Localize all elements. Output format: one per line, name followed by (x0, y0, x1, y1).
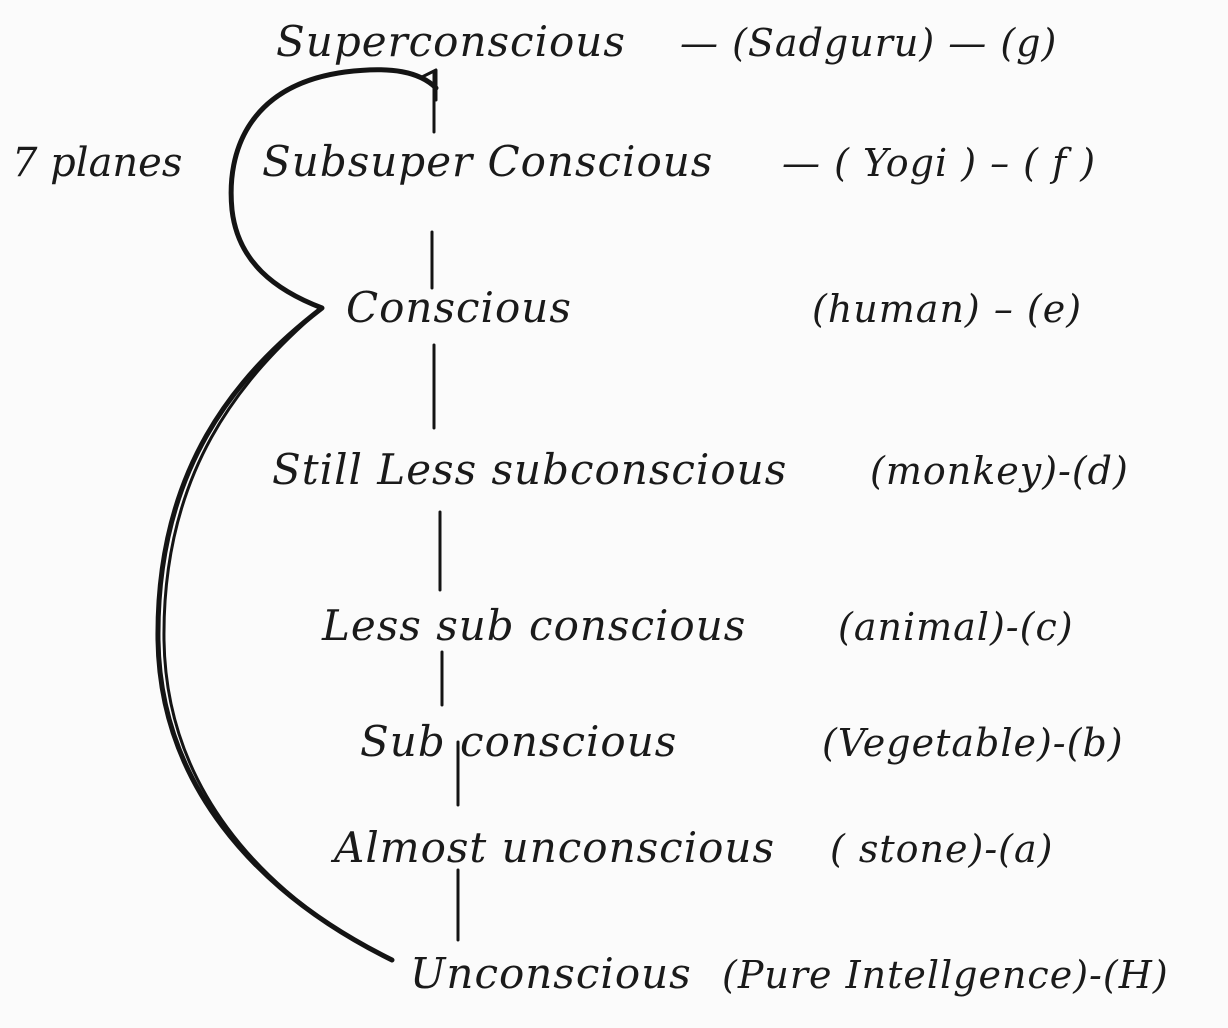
level-being: (Pure Intellgence)-(H) (722, 953, 1169, 997)
bracket-hook (418, 68, 438, 102)
level-being: — ( Yogi ) – ( f ) (782, 141, 1096, 185)
level-being: — (Sadguru) — (g) (680, 21, 1057, 65)
planes-bracket-inner (162, 306, 394, 962)
level-label: Less sub conscious (321, 601, 746, 650)
level-label: Almost unconscious (330, 823, 775, 872)
level-label: Sub conscious (360, 717, 677, 766)
level-being: ( stone)-(a) (830, 827, 1054, 871)
level-label: Superconscious (276, 17, 626, 66)
level-being: (monkey)-(d) (870, 449, 1129, 493)
level-being: (animal)-(c) (838, 605, 1074, 649)
level-being: (Vegetable)-(b) (822, 721, 1124, 765)
level-label: Still Less subconscious (272, 445, 787, 494)
level-being: (human) – (e) (812, 287, 1082, 331)
level-label: Conscious (346, 283, 572, 332)
level-label: Unconscious (410, 949, 692, 998)
side-label-planes: 7 planes (12, 140, 182, 186)
level-label: Subsuper Conscious (262, 137, 713, 186)
